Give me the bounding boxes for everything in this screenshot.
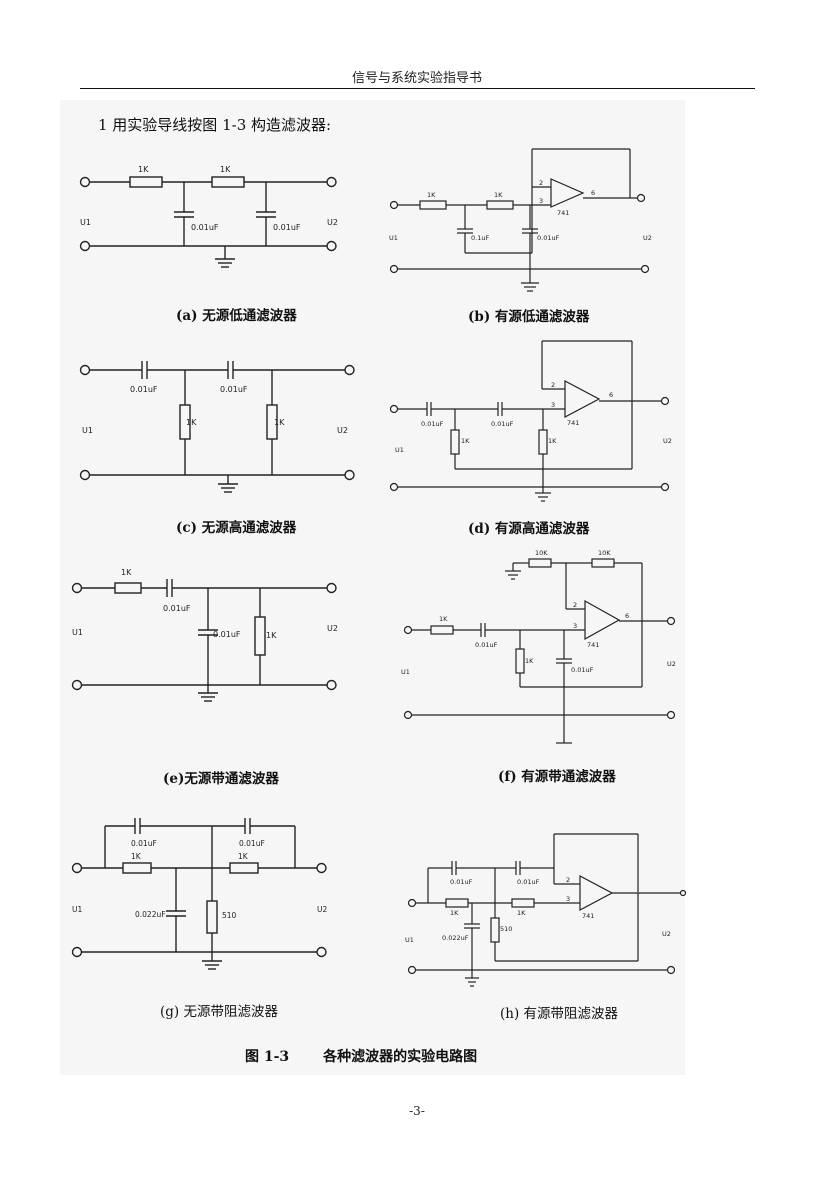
h-r3-label: 510: [500, 925, 512, 933]
f-r2-label: 1K: [525, 657, 534, 665]
f-pin-plus: 3: [573, 622, 577, 630]
b-r2-label: 1K: [494, 191, 503, 199]
circuit-e-passive-bandpass: 1K 0.01uF 0.01uF 1K U1 U2: [71, 568, 338, 702]
h-pin-plus: 3: [566, 895, 570, 903]
e-c1-label: 0.01uF: [163, 604, 191, 613]
h-c1-label: 0.01uF: [450, 878, 473, 886]
figure-caption: 图 1-3 各种滤波器的实验电路图: [245, 1046, 477, 1066]
b-pin-out: 6: [591, 189, 595, 197]
circuit-h-active-bandstop: 2 3 741 0.01uF 0.01uF 1K 1K 0.022uF 510 …: [405, 833, 687, 987]
f-rground-label: 10K: [535, 549, 548, 557]
caption-e: (e)无源带通滤波器: [163, 771, 279, 787]
e-r1-label: 1K: [121, 568, 132, 577]
c-c1-label: 0.01uF: [130, 385, 158, 394]
b-opamp-label: 741: [557, 209, 569, 217]
circuit-g-passive-bandstop: 0.01uF 0.01uF 1K 1K 0.022uF 510 U1 U2: [71, 818, 327, 970]
d-input-label: U1: [395, 446, 404, 454]
circuit-c-passive-highpass: 0.01uF 0.01uF 1K 1K U1 U2: [79, 361, 355, 493]
a-input-label: U1: [80, 218, 91, 227]
circuit-a-passive-lowpass: 1K 1K 0.01uF 0.01uF U1 U2: [79, 165, 338, 268]
caption-a: (a) 无源低通滤波器: [176, 308, 297, 324]
f-r1-label: 1K: [439, 615, 448, 623]
d-c1-label: 0.01uF: [421, 420, 444, 428]
b-pin-minus: 2: [539, 179, 543, 187]
h-c3-label: 0.022uF: [442, 934, 469, 942]
a-r2-label: 1K: [220, 165, 231, 174]
f-input-label: U1: [401, 668, 410, 676]
circuit-b-active-lowpass: 2 3 6 741 1K 1K 0.1uF 0.01uF U1 U2: [389, 148, 652, 292]
d-pin-minus: 2: [551, 381, 555, 389]
circuit-f-active-bandpass: 10K 10K 2 3 6 741 1K 0.01uF 1K 0.01uF U1…: [401, 549, 676, 744]
e-r2-label: 1K: [266, 631, 277, 640]
b-c1-label: 0.1uF: [471, 234, 489, 242]
page-number: -3-: [409, 1104, 425, 1118]
h-c2-label: 0.01uF: [517, 878, 540, 886]
e-c2-label: 0.01uF: [213, 630, 241, 639]
a-r1-label: 1K: [138, 165, 149, 174]
h-r1-label: 1K: [450, 909, 459, 917]
g-output-label: U2: [317, 905, 327, 914]
b-r1-label: 1K: [427, 191, 436, 199]
c-c2-label: 0.01uF: [220, 385, 248, 394]
h-opamp-label: 741: [582, 912, 594, 920]
f-c1-label: 0.01uF: [475, 641, 498, 649]
d-opamp-label: 741: [567, 419, 579, 427]
g-input-label: U1: [72, 905, 82, 914]
caption-d: (d) 有源高通滤波器: [468, 521, 590, 537]
d-output-label: U2: [663, 437, 672, 445]
figure-number: 图 1-3: [245, 1049, 290, 1065]
g-r3-label: 510: [222, 911, 237, 920]
c-output-label: U2: [337, 426, 348, 435]
f-rfeedback-label: 10K: [598, 549, 611, 557]
caption-h: (h) 有源带阻滤波器: [500, 1006, 619, 1022]
c-input-label: U1: [82, 426, 93, 435]
b-output-label: U2: [643, 234, 652, 242]
f-opamp-label: 741: [587, 641, 599, 649]
circuit-d-active-highpass: 2 3 6 741 0.01uF 0.01uF 1K 1K U1 U2: [389, 340, 672, 502]
caption-c: (c) 无源高通滤波器: [176, 520, 297, 536]
g-r1-label: 1K: [131, 852, 142, 861]
h-input-label: U1: [405, 936, 414, 944]
a-c1-label: 0.01uF: [191, 223, 219, 232]
g-c3-label: 0.022uF: [135, 910, 166, 919]
h-output-label: U2: [662, 930, 671, 938]
caption-f: (f) 有源带通滤波器: [498, 769, 616, 785]
e-output-label: U2: [327, 624, 338, 633]
f-c2-label: 0.01uF: [571, 666, 594, 674]
c-r1-label: 1K: [186, 418, 197, 427]
f-pin-minus: 2: [573, 601, 577, 609]
header-rule: [80, 88, 755, 89]
d-pin-plus: 3: [551, 401, 555, 409]
d-r1-label: 1K: [461, 437, 470, 445]
g-c1-label: 0.01uF: [131, 839, 157, 848]
f-output-label: U2: [667, 660, 676, 668]
caption-g: (g) 无源带阻滤波器: [160, 1004, 278, 1020]
b-pin-plus: 3: [539, 197, 543, 205]
g-r2-label: 1K: [238, 852, 249, 861]
a-output-label: U2: [327, 218, 338, 227]
b-c2-label: 0.01uF: [537, 234, 560, 242]
d-pin-out: 6: [609, 391, 613, 399]
d-r2-label: 1K: [548, 437, 557, 445]
b-input-label: U1: [389, 234, 398, 242]
g-c2-label: 0.01uF: [239, 839, 265, 848]
d-c2-label: 0.01uF: [491, 420, 514, 428]
running-header: 信号与系统实验指导书: [351, 71, 482, 86]
step-instruction: 1 用实验导线按图 1-3 构造滤波器:: [98, 116, 332, 134]
figure-title: 各种滤波器的实验电路图: [323, 1049, 478, 1065]
e-input-label: U1: [72, 628, 83, 637]
c-r2-label: 1K: [274, 418, 285, 427]
h-r2-label: 1K: [517, 909, 526, 917]
f-pin-out: 6: [625, 612, 629, 620]
h-pin-minus: 2: [566, 876, 570, 884]
caption-b: (b) 有源低通滤波器: [468, 309, 590, 325]
a-c2-label: 0.01uF: [273, 223, 301, 232]
